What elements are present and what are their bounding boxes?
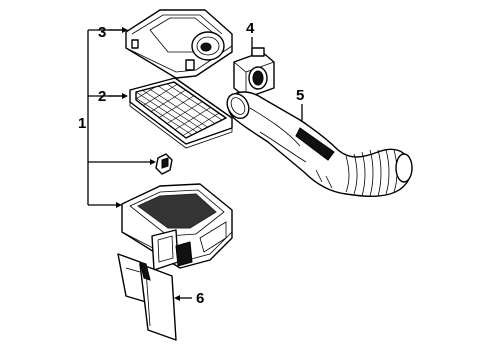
callout-4-label: 4	[246, 20, 255, 37]
mass-air-flow-sensor	[233, 47, 275, 99]
callout-5-label: 5	[296, 87, 304, 104]
air-cleaner-cover	[125, 9, 233, 79]
air-filter-element	[129, 77, 233, 149]
callout-1-label: 1	[78, 115, 86, 132]
heat-shield-baffle	[117, 253, 177, 341]
housing-clip	[155, 153, 173, 175]
callout-6-label: 6	[196, 290, 204, 307]
air-intake-duct	[226, 91, 413, 197]
air-cleaner-housing	[121, 183, 233, 271]
callout-3-label: 3	[98, 24, 106, 41]
